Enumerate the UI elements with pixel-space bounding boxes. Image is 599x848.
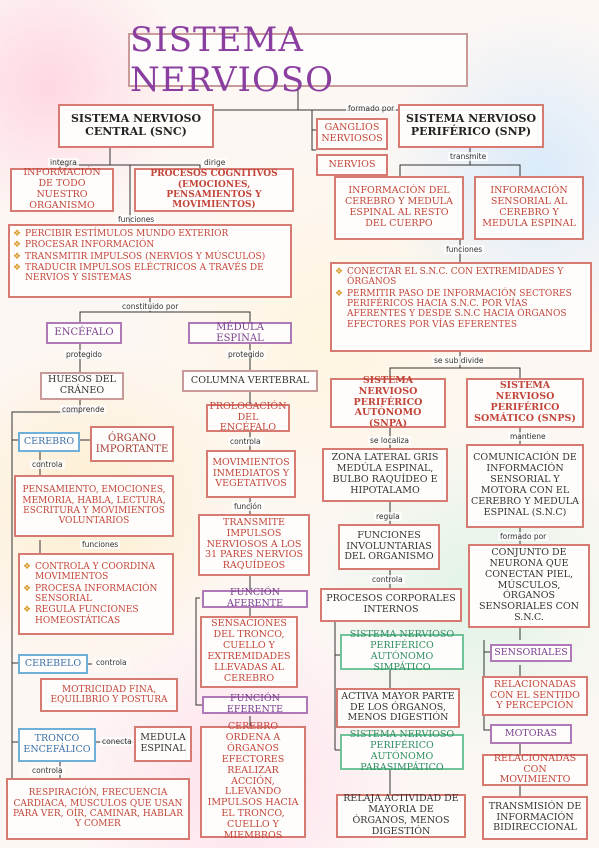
label-dirige: dirige <box>202 158 228 167</box>
prolongacion-box: PROLOGACIÓN DEL ENCÉFALO <box>206 401 290 433</box>
medula-controla-box: MOVIMIENTOS INMEDIATOS Y VEGETATIVOS <box>206 450 296 498</box>
tronco-encefalico-box: TRONCO ENCEFÁLICO <box>18 728 96 762</box>
snp-transmite-b: INFORMACIÓN SENSORIAL AL CEREBRO Y MEDUL… <box>474 176 584 240</box>
label-controla-tronco: controla <box>30 766 65 775</box>
snpa-title: SISTEMA NERVIOSO PERIFÉRICO AUTÓNOMO (SN… <box>330 375 446 429</box>
snps-title: SISTEMA NERVIOSO PERIFÉRICO SOMÁTICO (SN… <box>466 378 584 428</box>
tronco-controla-box: RESPIRACIÓN, FRECUENCIA CARDIACA, MÚSCUL… <box>6 778 190 840</box>
snc-integra-box: INFORMACIÓN DE TODO NUESTRO ORGANISMO <box>10 167 114 212</box>
page-title: SISTEMA NERVIOSO <box>128 20 468 100</box>
medula-funcion-box: TRANSMITE IMPULSOS NERVIOSOS A LOS 31 PA… <box>198 514 310 576</box>
medula-espinal-box: MÉDULA ESPINAL <box>188 322 292 344</box>
list-item: TRANSMITIR IMPULSOS (NERVIOS Y MÚSCULOS) <box>13 252 287 263</box>
list-item: CONECTAR EL S.N.C. CON EXTREMIDADES Y ÓR… <box>335 267 587 288</box>
huesos-craneo-box: HUESOS DEL CRÁNEO <box>40 372 124 400</box>
sensoriales-desc-box: RELACIONADAS CON EL SENTIDO Y PERCEPCIÓN <box>482 676 588 716</box>
label-integra: integra <box>48 158 79 167</box>
snc-funciones-list: PERCIBIR ESTÍMULOS MUNDO EXTERIORPROCESA… <box>13 228 287 285</box>
funcion-eferente-box: FUNCIÓN EFERENTE <box>202 693 308 715</box>
label-formado-por: formado por <box>346 104 397 113</box>
simpatico-box: SISTEMA NERVIOSO PERIFÉRICO AUTÓNOMO SIM… <box>340 629 464 673</box>
sensoriales-box: SENSORIALES <box>490 644 572 662</box>
motoras-desc-box: RELACIONADAS CON MOVIMIENTO <box>482 753 588 786</box>
organo-importante-box: ÓRGANO IMPORTANTE <box>90 426 174 462</box>
snpa-regula-box: FUNCIONES INVOLUNTARIAS DEL ORGANISMO <box>338 524 440 570</box>
label-funciones: funciones <box>116 215 157 224</box>
list-item: PERCIBIR ESTÍMULOS MUNDO EXTERIOR <box>13 229 287 240</box>
label-controla-cerebelo: controla <box>94 658 129 667</box>
snp-transmite-a: INFORMACIÓN DEL CEREBRO Y MEDULA ESPINAL… <box>334 176 464 240</box>
list-item: REGULA FUNCIONES HOMEOSTÁTICAS <box>23 605 169 626</box>
columna-vertebral-box: COLUMNA VERTEBRAL <box>182 370 318 392</box>
cerebro-box: CEREBRO <box>18 432 80 452</box>
medula-espinal-small-box: MEDULA ESPINAL <box>134 726 192 762</box>
label-transmite: transmite <box>448 152 489 161</box>
snc-dirige-box: PROCESOS COGNITIVOS (EMOCIONES, PENSAMIE… <box>134 168 294 212</box>
label-funciones-snp: funciones <box>444 245 485 254</box>
label-conecta: conecta <box>100 737 134 746</box>
motoras-box: MOTORAS <box>490 724 572 744</box>
snc-funciones-box: PERCIBIR ESTÍMULOS MUNDO EXTERIORPROCESA… <box>8 224 292 298</box>
list-item: PERMITIR PASO DE INFORMACIÓN SECTORES PE… <box>335 289 587 330</box>
list-item: TRADUCIR IMPULSOS ELÉCTRICOS A TRAVÉS DE… <box>13 263 287 284</box>
label-se-subdivide: se sub divide <box>432 356 486 365</box>
cerebro-funciones-list: CONTROLA Y COORDINA MOVIMIENTOSPROCESA I… <box>23 561 169 627</box>
snpa-controla-box: PROCESOS CORPORALES INTERNOS <box>320 588 462 622</box>
parasimpatico-desc-box: RELAJA ACTIVIDAD DE MAYORIA DE ÓRGANOS, … <box>336 793 466 838</box>
snpa-localiza-box: ZONA LATERAL GRIS MEDÚLA ESPINAL, BULBO … <box>322 448 448 502</box>
nervios-box: NERVIOS <box>316 154 388 176</box>
bidireccional-box: TRANSMISIÓN DE INFORMACIÓN BIDIRECCIONAL <box>482 796 588 840</box>
label-controla-snpa: controla <box>370 575 405 584</box>
funcion-aferente-box: FUNCIÓN AFERENTE <box>202 587 308 609</box>
label-funcion-medula: función <box>232 502 264 511</box>
label-se-localiza: se localiza <box>368 436 411 445</box>
list-item: PROCESA INFORMACIÓN SENSORIAL <box>23 584 169 605</box>
cerebelo-controla-box: MOTRICIDAD FINA, EQUILIBRIO Y POSTURA <box>40 678 178 712</box>
cerebelo-box: CEREBELO <box>18 654 88 674</box>
label-mantiene: mantiene <box>508 432 548 441</box>
cerebro-controla-box: PENSAMIENTO, EMOCIONES, MEMORIA, HABLA, … <box>14 475 174 537</box>
snp-funciones-box: CONECTAR EL S.N.C. CON EXTREMIDADES Y ÓR… <box>330 262 592 352</box>
snp-title: SISTEMA NERVIOSO PERIFÉRICO (SNP) <box>398 104 544 148</box>
label-regula: regula <box>374 512 402 521</box>
label-constituido-por: constituido por <box>120 302 181 311</box>
simpatico-desc-box: ACTIVA MAYOR PARTE DE LOS ÓRGANOS, MENOS… <box>336 688 460 728</box>
label-protegido-medula: protegido <box>226 350 267 359</box>
snps-formado-box: CONJUNTO DE NEURONA QUE CONECTAN PIEL, M… <box>468 544 590 628</box>
eferente-desc-box: CEREBRO ORDENA A ÓRGANOS EFECTORES REALI… <box>200 721 306 841</box>
encefalo-box: ENCÉFALO <box>46 322 122 344</box>
ganglios-nerviosos-box: GANGLIOS NERVIOSOS <box>316 118 388 150</box>
label-controla-medula: controla <box>228 437 263 446</box>
snc-title: SISTEMA NERVIOSO CENTRAL (SNC) <box>58 104 214 148</box>
label-comprende: comprende <box>60 405 107 414</box>
aferente-desc-box: SENSACIONES DEL TRONCO, CUELLO Y EXTREMI… <box>200 616 298 688</box>
snps-mantiene-box: COMUNICACIÓN DE INFORMACIÓN SENSORIAL Y … <box>466 444 584 528</box>
list-item: PROCESAR INFORMACIÓN <box>13 240 287 251</box>
label-formado-por-snps: formado por <box>498 532 549 541</box>
label-controla-cerebro: controla <box>30 460 65 469</box>
parasimpatico-box: SISTEMA NERVIOSO PERIFÉRICO AUTÓNOMO PAR… <box>340 729 464 773</box>
list-item: CONTROLA Y COORDINA MOVIMIENTOS <box>23 562 169 583</box>
label-funciones-cerebro: funciones <box>80 540 121 549</box>
label-protegido-encefalo: protegido <box>64 350 105 359</box>
cerebro-funciones-box: CONTROLA Y COORDINA MOVIMIENTOSPROCESA I… <box>18 553 174 635</box>
snp-funciones-list: CONECTAR EL S.N.C. CON EXTREMIDADES Y ÓR… <box>335 266 587 331</box>
